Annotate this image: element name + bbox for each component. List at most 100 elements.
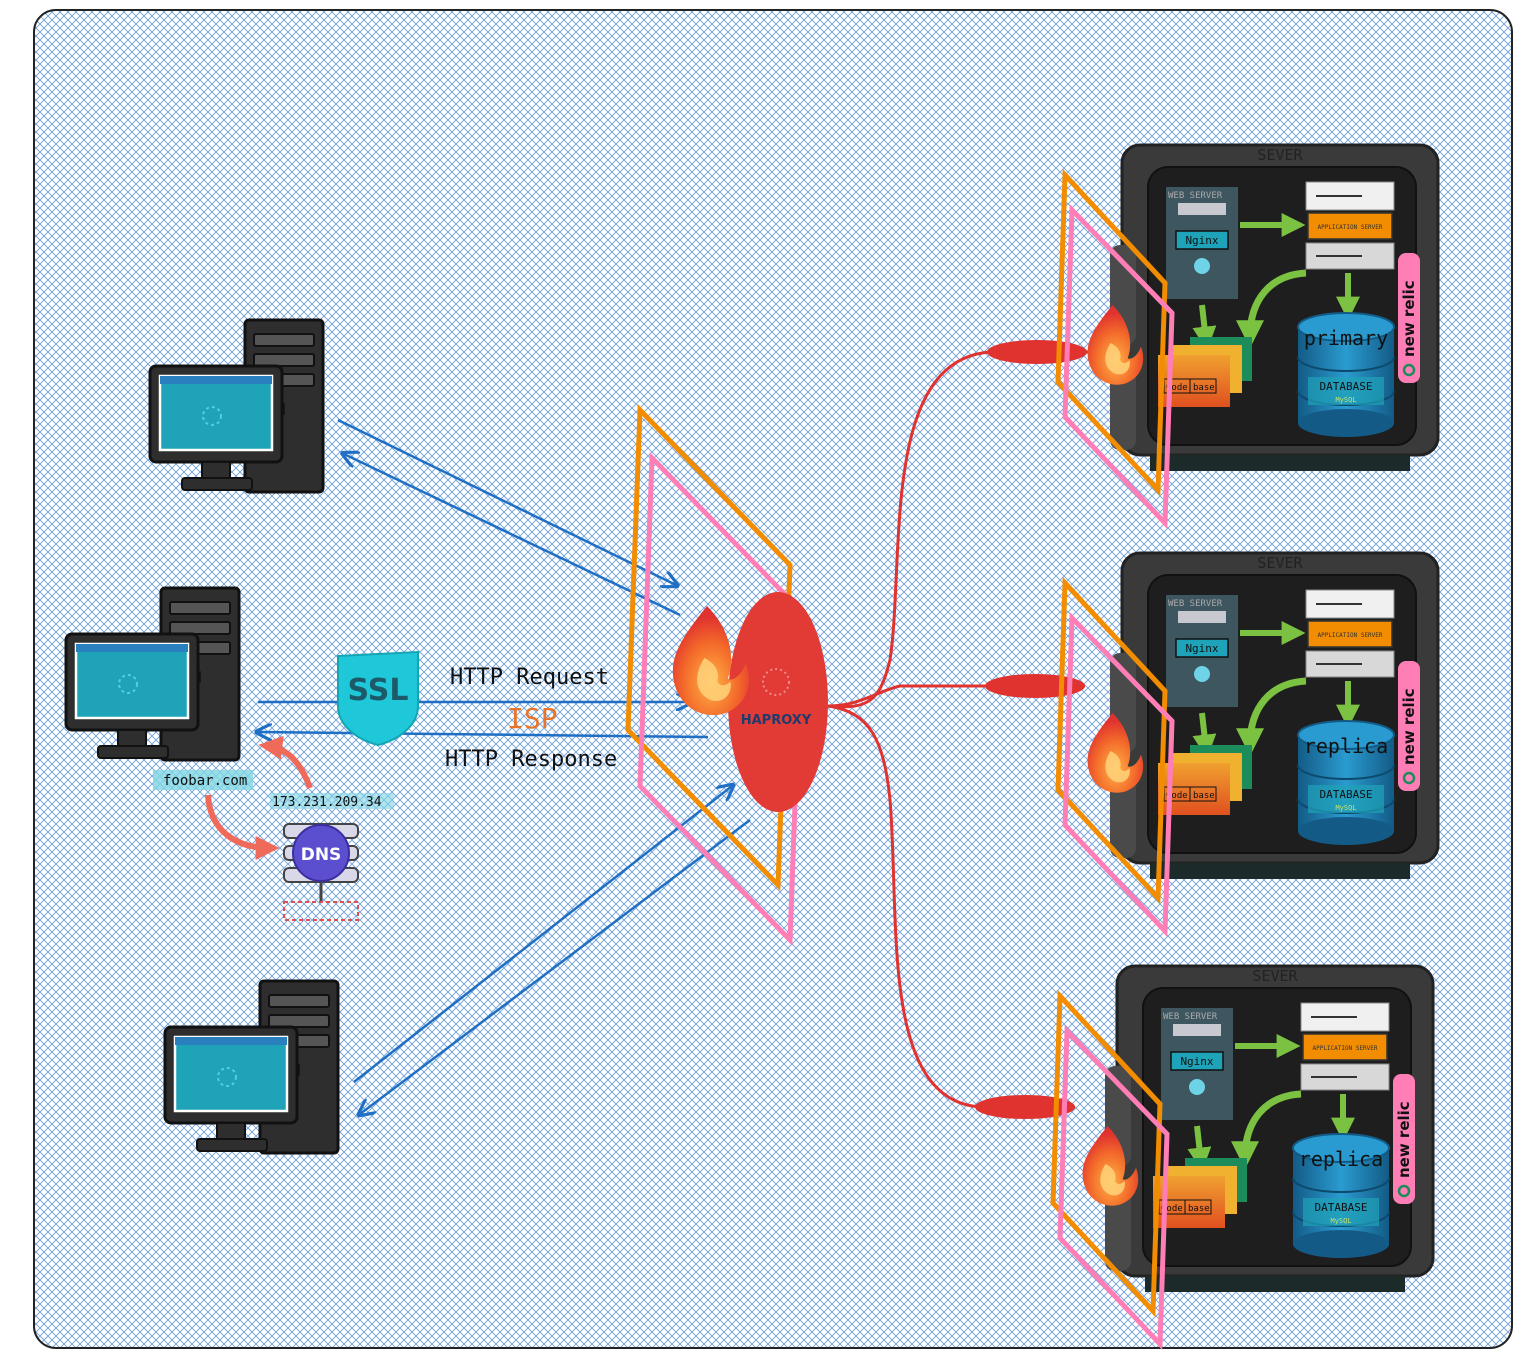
new-relic-badge [1398,661,1420,791]
web-to-code-arrow [1187,1125,1212,1172]
http-response-label: HTTP Response [445,747,617,772]
db-label-bg [1308,785,1384,813]
web-server-bay [1173,1024,1221,1036]
code-label: Code [1166,383,1188,393]
link-node-1 [987,340,1087,364]
app-server-label: APPLICATION SERVER [1312,1045,1377,1052]
dns-label: DNS [301,845,342,865]
db-bottom [1298,409,1394,437]
server-2: SEVER WEB SERVER Nginx APPLICATION SERVER Co… [1055,551,1440,938]
server-1: SEVER WEB SERVER Nginx APPLICATION SERVER Co… [1055,143,1440,530]
web-server-led [1194,666,1210,682]
central-firewall [625,404,805,946]
new-relic-icon [1402,771,1416,785]
db-ring [1297,356,1395,372]
server-firewall-orange [1055,168,1168,497]
http-request-label: HTTP Request [450,665,609,690]
nginx-badge [1175,230,1229,250]
app-to-code-arrow [1236,677,1307,757]
base-box [1184,1199,1212,1215]
new-relic-label: new relic [1400,688,1418,765]
web-server-led [1189,1079,1205,1095]
database-label: DATABASE [1320,788,1373,801]
domain-to-dns-arrow [205,794,280,860]
web-to-code-arrow [1192,712,1217,759]
database-cylinder-icon [1298,735,1394,831]
code-label: Code [1166,791,1188,801]
link-node-3 [975,1095,1075,1119]
db-bottom [1298,817,1394,845]
database-label: DATABASE [1320,380,1373,393]
ip-address-label: 173.231.209.34 [272,795,382,810]
lb-to-server-links [827,350,1090,1109]
new-relic-icon [1402,363,1416,377]
mysql-label: MySQL [1330,1217,1351,1225]
db-label-bg [1308,377,1384,405]
base-label: base [1193,383,1215,393]
db-bottom [1293,1230,1389,1258]
isp-label: ISP [507,702,558,735]
web-server-label: WEB SERVER [1168,599,1223,609]
app-server-label: APPLICATION SERVER [1317,224,1382,231]
nginx-label: Nginx [1185,642,1218,655]
dns-to-domain-arrow [258,735,313,790]
web-server-led [1194,258,1210,274]
ssl-shield-icon: SSL [337,650,419,747]
db-ring [1292,1177,1390,1193]
server-3: SEVER WEB SERVER Nginx APPLICATION SERVER Co… [1050,964,1435,1351]
db-role-label: primary [1304,326,1388,350]
app-server-label: APPLICATION SERVER [1317,632,1382,639]
domain-label: foobar.com [163,773,247,789]
db-top [1297,312,1395,342]
new-relic-badge [1393,1074,1415,1204]
base-box [1189,786,1217,802]
nginx-label: Nginx [1185,234,1218,247]
haproxy-label: HAPROXY [741,713,812,728]
web-server-label: WEB SERVER [1163,1012,1218,1022]
server-title: SEVER [1257,146,1303,164]
ssl-label: SSL [348,673,409,708]
app-server-badge [1302,1033,1388,1061]
web-server-bay [1178,611,1226,623]
new-relic-icon [1397,1184,1411,1198]
app-server-badge [1307,212,1393,240]
base-label: base [1188,1204,1210,1214]
nginx-badge [1175,638,1229,658]
haproxy-load-balancer [728,592,828,812]
dns-server-icon: DNS [283,823,359,921]
base-label: base [1193,791,1215,801]
db-ring [1297,764,1395,780]
server-firewall-pink [1057,1025,1170,1351]
server-firewall-pink [1062,204,1175,530]
nginx-label: Nginx [1180,1055,1213,1068]
client-traffic-arrows [258,418,751,1114]
mysql-label: MySQL [1335,396,1356,404]
db-role-label: replica [1304,734,1388,758]
web-server-bay [1178,203,1226,215]
server-base [1150,863,1410,879]
server-base [1150,455,1410,471]
server-title: SEVER [1257,554,1303,572]
web-server-label: WEB SERVER [1168,191,1223,201]
new-relic-badge [1398,253,1420,383]
server-title: SEVER [1252,967,1298,985]
db-top [1297,720,1395,750]
server-firewall-orange [1055,576,1168,905]
database-cylinder-icon [1293,1148,1389,1244]
server-firewall-orange [1050,989,1163,1318]
app-to-code-arrow [1231,1090,1302,1170]
database-label: DATABASE [1315,1201,1368,1214]
code-label: Code [1161,1204,1183,1214]
server-firewall-pink [1062,612,1175,938]
base-box [1189,378,1217,394]
db-label-bg [1303,1198,1379,1226]
web-to-code-arrow [1192,304,1217,351]
database-cylinder-icon [1298,327,1394,423]
db-top [1292,1133,1390,1163]
app-to-code-arrow [1236,269,1307,349]
db-role-label: replica [1299,1147,1383,1171]
server-base [1145,1276,1405,1292]
new-relic-label: new relic [1395,1101,1413,1178]
app-server-badge [1307,620,1393,648]
